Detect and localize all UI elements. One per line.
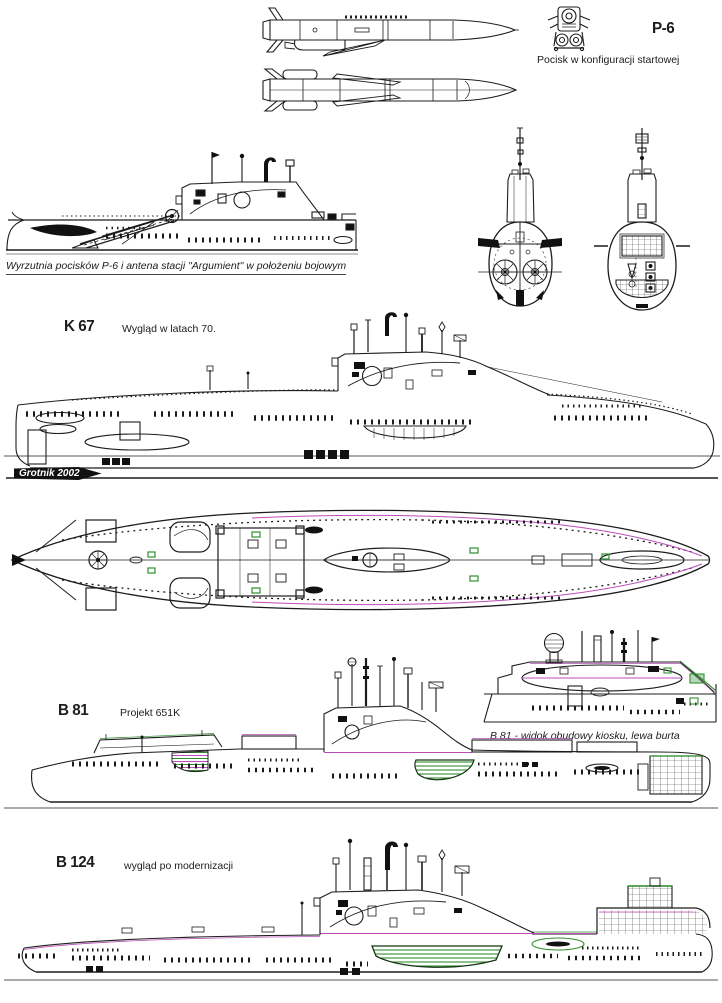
cross-section-bow-drawing — [594, 128, 690, 311]
b81-note: Projekt 651K — [120, 707, 181, 719]
k67-note: Wygląd w latach 70. — [122, 323, 216, 335]
missile-side-view-drawing — [262, 7, 519, 57]
missile-caption: Pocisk w konfiguracji startowej — [537, 54, 680, 66]
b81-kiosk-inset-drawing — [483, 630, 717, 723]
launcher-bow-section-drawing — [6, 152, 358, 255]
k67-label: K 67 — [64, 318, 95, 335]
b124-label: B 124 — [56, 854, 95, 871]
b81-inset-caption: B 81 - widok obudowy kiosku, lewa burta — [490, 730, 680, 742]
b124-side-profile-drawing — [4, 838, 718, 981]
b81-side-profile-drawing — [4, 657, 718, 809]
b124-note: wygląd po modernizacji — [124, 860, 234, 872]
missile-designation-label: P-6 — [652, 20, 675, 37]
watermark-arrow: Grotnik 2002 — [14, 467, 102, 480]
k67-side-profile-drawing — [4, 312, 720, 479]
cross-section-stern-drawing — [478, 127, 562, 307]
b81-label: B 81 — [58, 702, 89, 719]
plan-view-drawing — [10, 509, 711, 611]
missile-front-view-icon — [547, 6, 591, 52]
launcher-caption: Wyrzutnia pocisków P-6 i antena stacji "… — [6, 260, 347, 275]
missile-top-view-drawing — [262, 68, 518, 112]
